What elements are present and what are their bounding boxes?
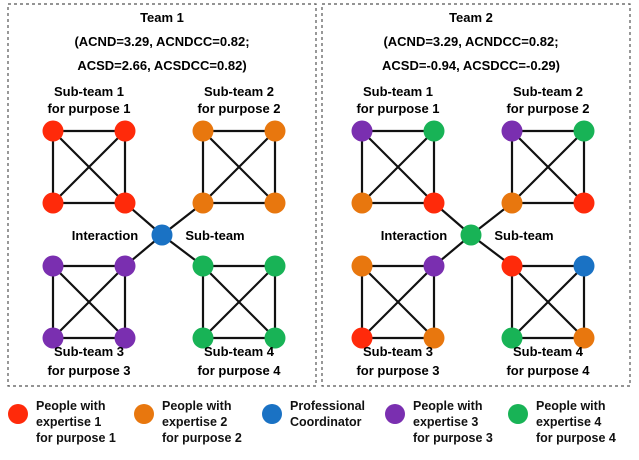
team-1-subteam-4-member-node bbox=[192, 255, 214, 277]
team-2-hub-node bbox=[460, 224, 482, 246]
team-2-subteam-1-purpose: for purpose 1 bbox=[356, 101, 439, 116]
team-2-subteam-1-edge-6 bbox=[361, 130, 435, 204]
team-1-subteam-4-member-node bbox=[264, 327, 286, 349]
team-2-subteam-2-edge-6 bbox=[511, 130, 585, 204]
team-1-subteam-1-member-node bbox=[42, 192, 64, 214]
legend-swatch-expertise-4 bbox=[508, 404, 528, 424]
team-2-subteam-3-name: Sub-team 3 bbox=[363, 344, 433, 359]
team-2-subteam-1-member-node bbox=[351, 120, 373, 142]
team-1-panel bbox=[7, 3, 317, 387]
team-1-subteam-4-purpose: for purpose 4 bbox=[197, 363, 281, 378]
team-2-subteam-2-name: Sub-team 2 bbox=[513, 84, 583, 99]
team-1-subteam-1-member-node bbox=[114, 120, 136, 142]
team-2-subteam-3-member-node bbox=[351, 255, 373, 277]
legend-swatch-coordinator bbox=[262, 404, 282, 424]
team-1-subteam-1-edge-6 bbox=[52, 130, 126, 204]
team-1-subteam-2-name: Sub-team 2 bbox=[204, 84, 274, 99]
team-2-subteam-4-member-node bbox=[573, 255, 595, 277]
team-2-subteam-1-name: Sub-team 1 bbox=[363, 84, 433, 99]
team-1-subteam-4-edge-6 bbox=[202, 265, 276, 339]
legend-label-expertise-2: People with expertise 2 for purpose 2 bbox=[162, 399, 242, 445]
team-2-subteam-4-name: Sub-team 4 bbox=[513, 344, 584, 359]
team-2-subteam-3-member-node bbox=[423, 255, 445, 277]
team-1-subteam-3-edge-6 bbox=[52, 265, 126, 339]
team-1-subteam-3-member-node bbox=[114, 255, 136, 277]
team-2-subteam-1-member-node bbox=[423, 120, 445, 142]
team-1-subteam-3-name: Sub-team 3 bbox=[54, 344, 124, 359]
team-2-subteam-1-member-node bbox=[423, 192, 445, 214]
legend-label-expertise-1: People with expertise 1 for purpose 1 bbox=[36, 399, 116, 445]
team-2-subteam-2-purpose: for purpose 2 bbox=[506, 101, 589, 116]
team-1-subteam-2-edge-6 bbox=[202, 130, 276, 204]
team-1-subteam-4-member-node bbox=[192, 327, 214, 349]
team-2-panel bbox=[321, 3, 631, 387]
team-2-subteam-label: Sub-team bbox=[494, 228, 553, 243]
team-1-subteam-2-member-node bbox=[264, 192, 286, 214]
team-2-interaction-label: Interaction bbox=[381, 228, 448, 243]
legend-label-expertise-3: People with expertise 3 for purpose 3 bbox=[413, 399, 493, 445]
team-2-subteam-4-member-node bbox=[573, 327, 595, 349]
team-1-subteam-3-purpose: for purpose 3 bbox=[47, 363, 130, 378]
team-2-subteam-4-edge-6 bbox=[511, 265, 585, 339]
team-2-subteam-4-member-node bbox=[501, 255, 523, 277]
team-2-subteam-2-member-node bbox=[573, 120, 595, 142]
team-1-subteam-1-name: Sub-team 1 bbox=[54, 84, 124, 99]
team-2-subteam-2-member-node bbox=[501, 120, 523, 142]
legend-label-coordinator: Professional Coordinator bbox=[290, 399, 366, 429]
team-1-subteam-1-member-node bbox=[114, 192, 136, 214]
team-2-subteam-4-purpose: for purpose 4 bbox=[506, 363, 590, 378]
team-network-diagram: Team 1 (ACND=3.29, ACNDCC=0.82; ACSD=2.66,… bbox=[7, 3, 631, 387]
team-2-metrics-line-2: ACSD=-0.94, ACSDCC=-0.29) bbox=[382, 58, 560, 73]
team-1-subteam-4-member-node bbox=[264, 255, 286, 277]
team-2-subteam-3-edge-6 bbox=[361, 265, 435, 339]
team-1-subteam-2-member-node bbox=[192, 120, 214, 142]
team-2-subteam-3-member-node bbox=[351, 327, 373, 349]
team-2-title: Team 2 bbox=[449, 10, 493, 25]
team-2-subteam-3-member-node bbox=[423, 327, 445, 349]
team-1-subteam-2-member-node bbox=[192, 192, 214, 214]
team-2-subteam-1-member-node bbox=[351, 192, 373, 214]
team-1-subteam-2-member-node bbox=[264, 120, 286, 142]
team-1-title: Team 1 bbox=[140, 10, 184, 25]
team-2-metrics-line-1: (ACND=3.29, ACNDCC=0.82; bbox=[383, 34, 558, 49]
team-1-subteam-3-member-node bbox=[42, 255, 64, 277]
team-1-metrics-line-2: ACSD=2.66, ACSDCC=0.82) bbox=[77, 58, 246, 73]
team-2-subteam-4-member-node bbox=[501, 327, 523, 349]
team-2-subteam-2-member-node bbox=[501, 192, 523, 214]
legend-swatch-expertise-1 bbox=[8, 404, 28, 424]
legend-swatch-expertise-3 bbox=[385, 404, 405, 424]
team-1-subteam-1-purpose: for purpose 1 bbox=[47, 101, 130, 116]
legend-swatch-expertise-2 bbox=[134, 404, 154, 424]
legend-label-expertise-4: People with expertise 4 for purpose 4 bbox=[536, 399, 616, 445]
team-1-subteam-2-purpose: for purpose 2 bbox=[197, 101, 280, 116]
legend: People with expertise 1 for purpose 1 Pe… bbox=[0, 392, 639, 460]
team-2-subteam-3-purpose: for purpose 3 bbox=[356, 363, 439, 378]
team-1-subteam-label: Sub-team bbox=[185, 228, 244, 243]
team-1-hub-node bbox=[151, 224, 173, 246]
team-1-subteam-4-name: Sub-team 4 bbox=[204, 344, 275, 359]
team-1-subteam-3-member-node bbox=[114, 327, 136, 349]
team-2-subteam-2-member-node bbox=[573, 192, 595, 214]
team-1-metrics-line-1: (ACND=3.29, ACNDCC=0.82; bbox=[74, 34, 249, 49]
team-1-subteam-1-member-node bbox=[42, 120, 64, 142]
team-1-subteam-3-member-node bbox=[42, 327, 64, 349]
team-1-interaction-label: Interaction bbox=[72, 228, 139, 243]
